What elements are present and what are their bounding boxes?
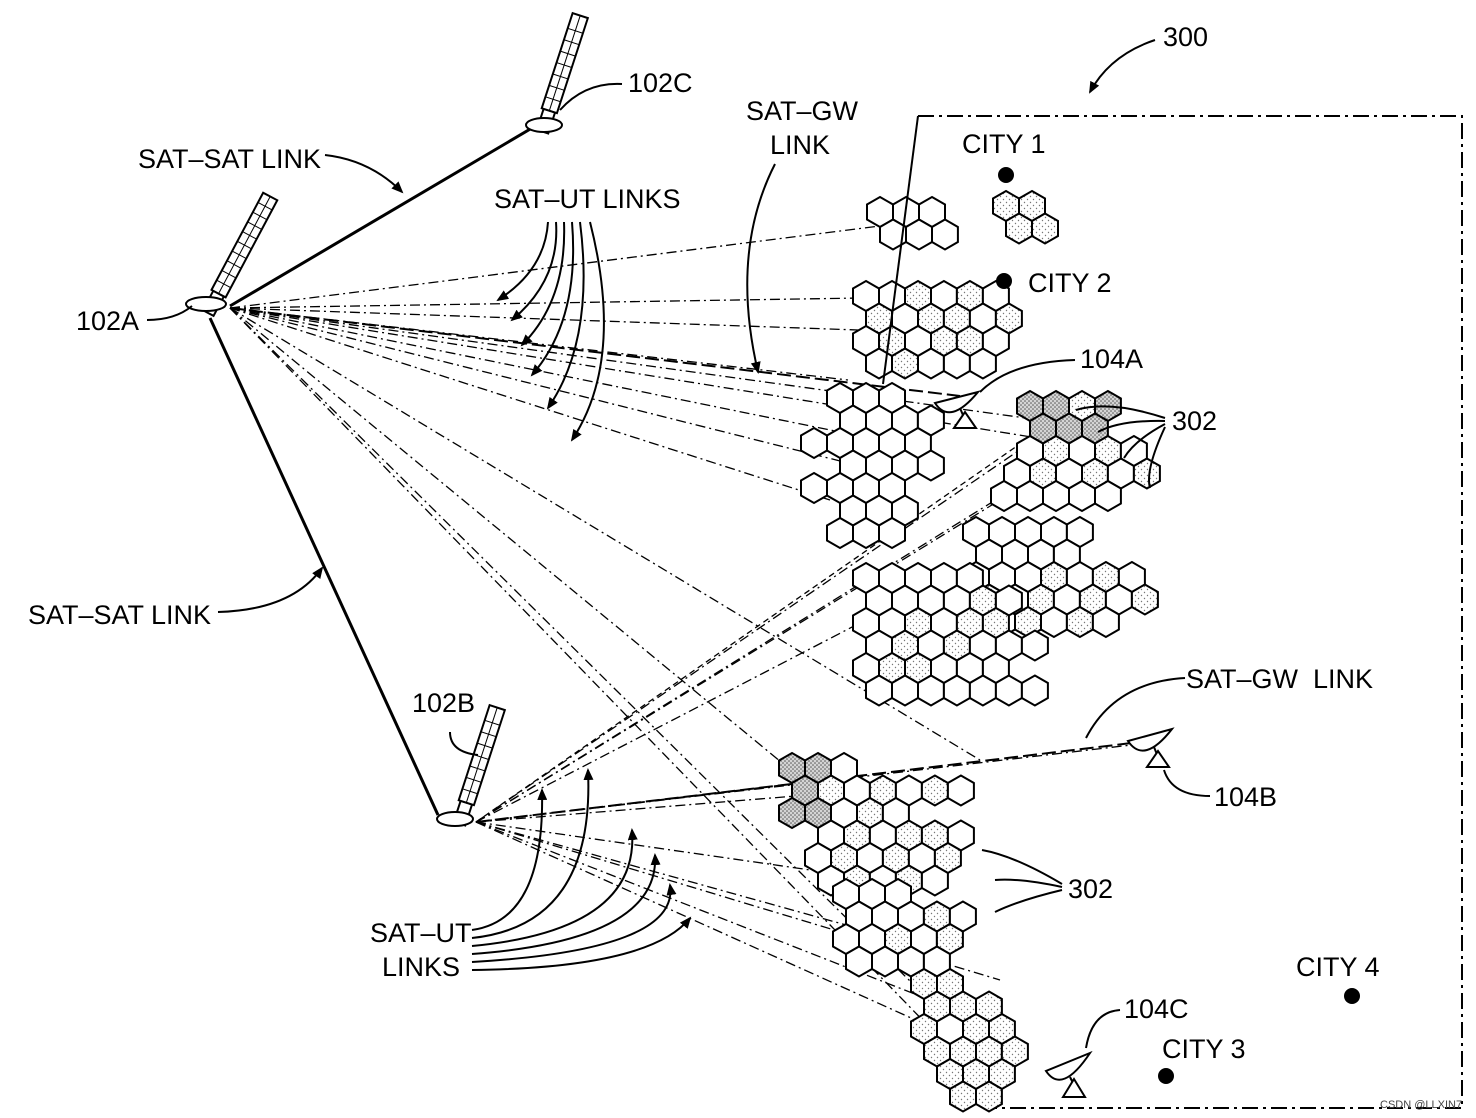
beam-cell [1093, 607, 1119, 637]
cluster-main-left [801, 383, 944, 548]
cluster-top-left [867, 197, 958, 250]
beam-cell [879, 518, 905, 548]
label-sat-gw-right: SAT–GW LINK [1186, 664, 1373, 694]
watermark: CSDN @LLXIN7 [1380, 1099, 1462, 1111]
label-104c: 104C [1124, 994, 1189, 1024]
city-2-marker [996, 273, 1012, 289]
label-sat-sat-top: SAT–SAT LINK [138, 144, 321, 174]
figure-ref-leader [1090, 40, 1155, 92]
cluster-upper [853, 281, 1022, 379]
gateway-104b-dish-icon[interactable] [1128, 729, 1172, 767]
leader-102c [560, 84, 622, 110]
beam-cell [801, 473, 827, 503]
leader-104b [1164, 770, 1210, 796]
beam-cell [801, 428, 827, 458]
sat-link-line [230, 226, 880, 308]
figure-ref-label: 300 [1163, 22, 1208, 52]
beam-cell [922, 776, 948, 806]
beam-cell [950, 1082, 976, 1112]
label-city-1: CITY 1 [962, 129, 1046, 159]
beam-cell [1067, 607, 1093, 637]
sat-link-line [230, 298, 862, 308]
satellite-102a-body [186, 297, 226, 311]
beam-cell [1022, 631, 1048, 661]
label-302-lower: 302 [1068, 874, 1113, 904]
city-1-marker [998, 167, 1014, 183]
cluster-bottom [911, 969, 1028, 1112]
beam-cell [846, 947, 872, 977]
beam-cell [872, 947, 898, 977]
label-102c: 102C [628, 68, 693, 98]
beam-cell [1017, 481, 1043, 511]
satellite-102c-icon[interactable] [535, 13, 588, 134]
arrow-sat-sat-top [325, 155, 402, 192]
beam-cell [1041, 607, 1067, 637]
beam-cell [892, 676, 918, 706]
beam-cell [1132, 585, 1158, 615]
sat-sat-link-a-b [210, 318, 438, 815]
arrow-sat-sat-mid [218, 568, 322, 612]
beam-cell [918, 349, 944, 379]
beam-cell [932, 220, 958, 250]
beam-cell [827, 518, 853, 548]
satellite-102b-body [437, 812, 473, 826]
arrow-sat-gw-top [747, 164, 775, 372]
label-sat-ut-bottom-1: SAT–UT [370, 918, 472, 948]
beam-cell [892, 349, 918, 379]
beam-cell [1043, 481, 1069, 511]
cluster-bottom-left [833, 879, 976, 977]
label-102b: 102B [412, 688, 475, 718]
label-sat-ut-bottom-2: LINKS [382, 952, 460, 982]
sat-link-line [230, 308, 884, 472]
beam-cell [1022, 676, 1048, 706]
beam-cell [970, 676, 996, 706]
beam-cell [918, 676, 944, 706]
beam-cell [1006, 214, 1032, 244]
leader-102a [147, 306, 192, 320]
beam-cell [944, 349, 970, 379]
leader-104c [1086, 1010, 1120, 1048]
label-city-2: CITY 2 [1028, 268, 1112, 298]
beam-cell [866, 676, 892, 706]
label-sat-gw-top-2: LINK [770, 130, 830, 160]
beam-cell [996, 676, 1022, 706]
beam-cell [1095, 481, 1121, 511]
beam-cell [906, 220, 932, 250]
label-sat-ut-top: SAT–UT LINKS [494, 184, 681, 214]
beam-cell [866, 349, 892, 379]
label-sat-sat-mid: SAT–SAT LINK [28, 600, 211, 630]
beam-cell [918, 451, 944, 481]
beam-cell [991, 481, 1017, 511]
beam-cell [948, 776, 974, 806]
beam-cell [853, 518, 879, 548]
gateway-104c-dish-icon[interactable] [1046, 1053, 1090, 1097]
label-sat-gw-top-1: SAT–GW [746, 96, 859, 126]
beam-cell [922, 866, 948, 896]
beam-cell [970, 349, 996, 379]
beam-cell [1032, 214, 1058, 244]
sat-ut-top-arrows [498, 222, 604, 440]
city-4-marker [1344, 988, 1360, 1004]
label-302-upper: 302 [1172, 406, 1217, 436]
leader-302-lower [982, 850, 1062, 912]
city-3-marker [1158, 1068, 1174, 1084]
beam-cell [976, 1082, 1002, 1112]
label-city-3: CITY 3 [1162, 1034, 1246, 1064]
beam-cell [1069, 481, 1095, 511]
cluster-city1 [993, 191, 1058, 244]
beam-cell [1134, 459, 1160, 489]
beam-cell [779, 798, 805, 828]
beam-cell [944, 676, 970, 706]
label-104a: 104A [1080, 344, 1143, 374]
label-city-4: CITY 4 [1296, 952, 1380, 982]
label-102a: 102A [76, 306, 139, 336]
satellite-102c-body [526, 118, 562, 132]
label-104b: 104B [1214, 782, 1277, 812]
